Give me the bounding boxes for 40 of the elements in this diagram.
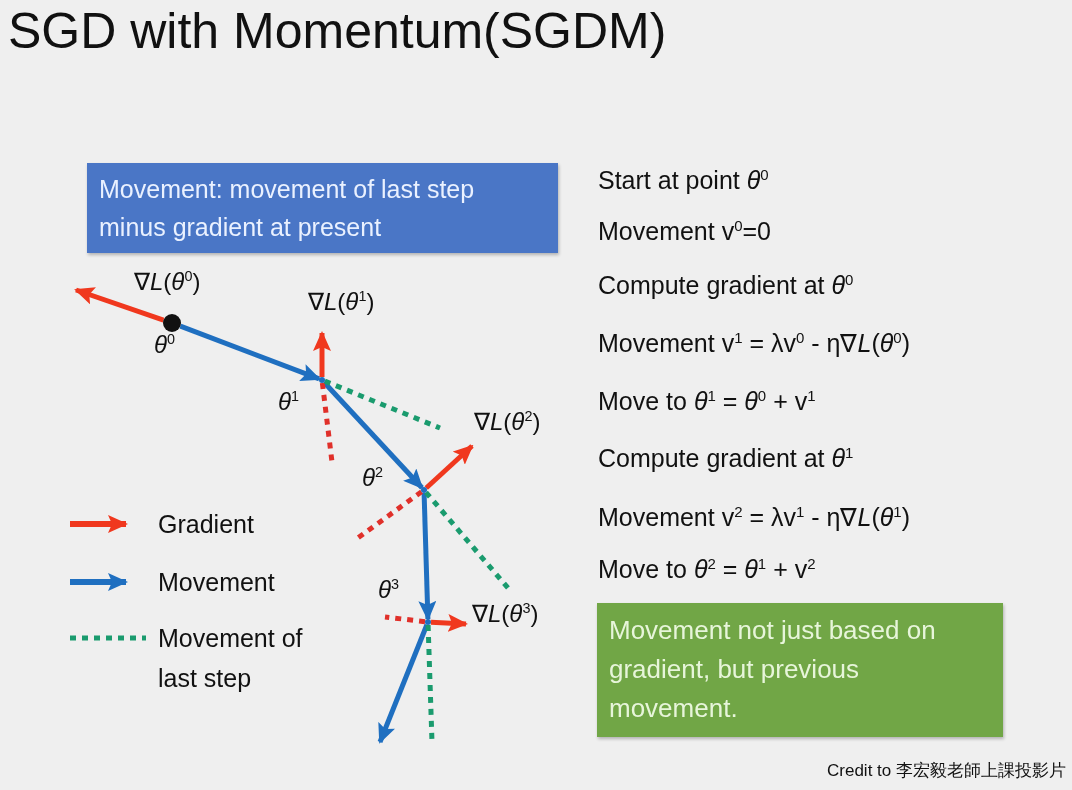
callout-box <box>597 603 1003 737</box>
point-label: θ$^{3}$ <box>378 576 400 604</box>
step-text: Start at point θ$^{0}$ <box>598 166 769 195</box>
arrow <box>418 492 437 621</box>
callout-text: Movement: movement of last step minus gradient at present <box>99 174 476 243</box>
point-label: θ$^{2}$ <box>362 464 384 492</box>
edge-label: ∇L(θ$^{1}$) <box>308 288 375 316</box>
callout-box <box>87 163 558 253</box>
step-point <box>421 487 427 493</box>
legend-text: Movement <box>158 567 276 598</box>
arrow <box>424 444 474 490</box>
start-point <box>163 314 181 332</box>
point-label: θ$^{0}$ <box>154 331 176 359</box>
dotted-line <box>319 382 335 463</box>
step-text: Compute gradient at θ$^{0}$ <box>598 271 854 300</box>
step-text: Compute gradient at θ$^{1}$ <box>598 444 854 473</box>
credit-text: Credit to 李宏毅老師上課投影片 <box>827 760 1066 782</box>
edge-label: ∇L(θ$^{3}$) <box>472 600 539 628</box>
arrow <box>179 323 322 382</box>
step-text: Movement v$^{2}$ = λv$^{1}$ - η∇L(θ$^{1}$) <box>598 503 910 532</box>
dotted-line <box>424 490 510 590</box>
step-text: Move to θ$^{1}$ = θ$^{0}$ + v$^{1}$ <box>598 387 816 416</box>
arrow <box>313 331 331 377</box>
step-text: Move to θ$^{2}$ = θ$^{1}$ + v$^{2}$ <box>598 555 816 584</box>
point-label: θ$^{1}$ <box>278 388 300 416</box>
callout-text: Movement not just based on gradient, but previous movement. <box>609 614 937 725</box>
dotted-line <box>384 614 426 625</box>
step-point <box>319 377 325 383</box>
slide-title: SGD with Momentum(SGDM) <box>8 2 667 60</box>
step-text: Movement v$^{0}$=0 <box>598 217 772 246</box>
step-point <box>425 619 431 625</box>
legend-text: Gradient <box>158 509 255 540</box>
arrow <box>377 623 430 744</box>
dotted-line <box>323 378 441 431</box>
edge-label: ∇L(θ$^{0}$) <box>134 268 201 296</box>
arrow <box>430 614 468 633</box>
arrow <box>74 287 165 323</box>
step-text: Movement v$^{1}$ = λv$^{0}$ - η∇L(θ$^{0}$) <box>598 329 910 358</box>
edge-label: ∇L(θ$^{2}$) <box>474 408 541 436</box>
legend-text: Movement of last step <box>158 623 304 694</box>
